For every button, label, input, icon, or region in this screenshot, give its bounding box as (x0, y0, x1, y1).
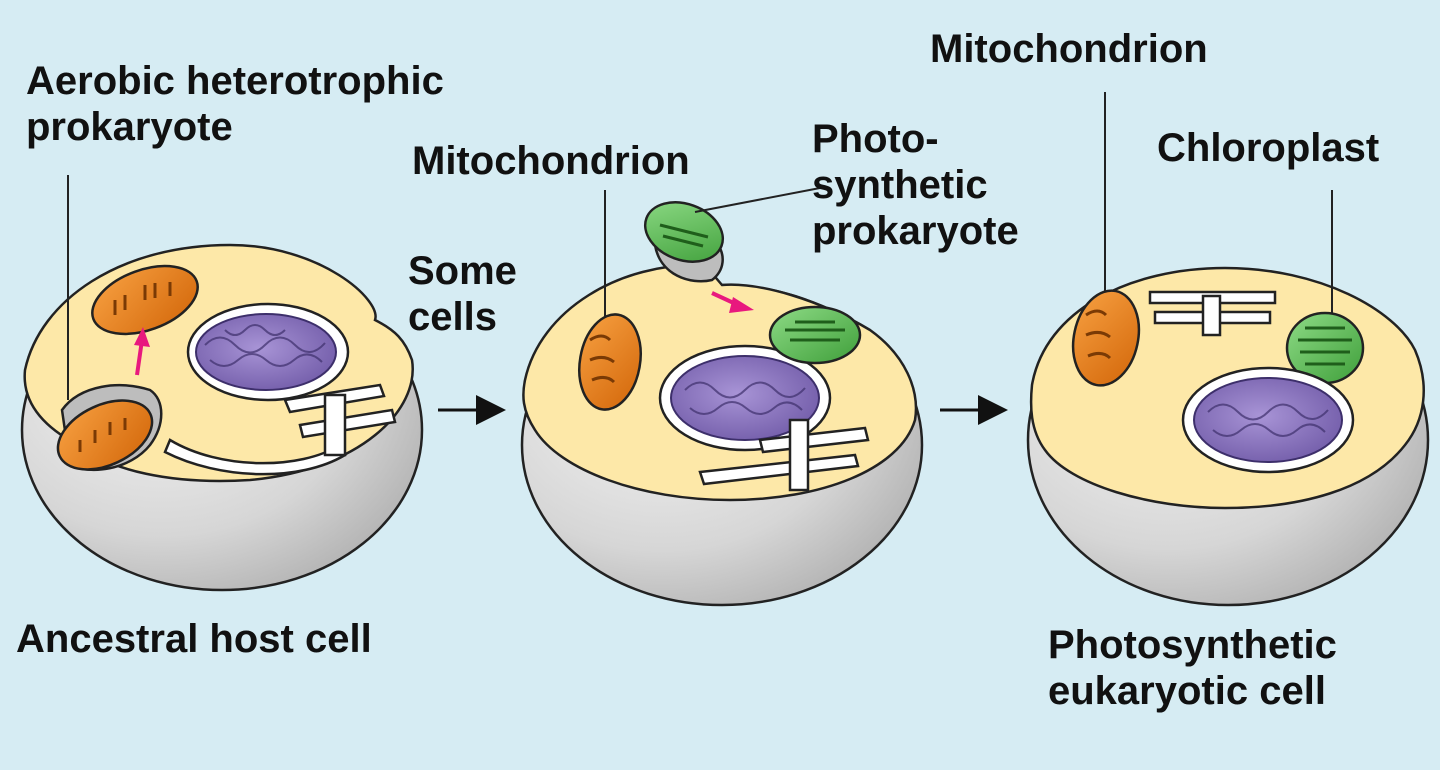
endoplasmic-reticulum (1148, 290, 1277, 337)
aerobic-prokaryote-line-1: Aerobic heterotrophic (26, 59, 444, 103)
nucleus (1181, 366, 1355, 474)
photosynthetic-eukaryotic-cell (1026, 92, 1430, 607)
some-cells-line-2: cells (408, 295, 497, 339)
engulfment-arrow-icon (134, 327, 150, 376)
photosynthetic-prokaryote (643, 201, 725, 283)
engulfed-prokaryote (91, 264, 199, 336)
chloroplast (1285, 311, 1365, 385)
photosynthetic-eukaryotic-cell-label: Photosynthetic eukaryotic cell (1048, 622, 1337, 714)
mitochondrion-right-label: Mitochondrion (930, 27, 1208, 71)
aerobic-prokaryote-label: Aerobic heterotrophic prokaryote (26, 58, 444, 150)
photosynthetic-eukaryotic-line-1: Photosynthetic (1048, 623, 1337, 667)
some-cells-label: Some cells (408, 248, 517, 340)
photosynthetic-prokaryote-label: Photo- synthetic prokaryote (812, 116, 1019, 254)
photosynthetic-prokaryote-line-2: synthetic (812, 163, 988, 207)
some-cells-line-1: Some (408, 249, 517, 293)
photosynthetic-prokaryote-line-1: Photo- (812, 117, 939, 161)
endoplasmic-reticulum (163, 383, 397, 476)
mitochondrion (578, 313, 642, 411)
leader-line-photo (694, 187, 821, 213)
endoplasmic-reticulum (698, 418, 870, 492)
mitochondrion (1071, 289, 1141, 387)
photosynthetic-prokaryote-line-3: prokaryote (812, 209, 1019, 253)
mitochondrion-middle-label: Mitochondrion (412, 139, 690, 183)
ancestral-host-cell (20, 175, 424, 592)
aerobic-prokaryote-line-2: prokaryote (26, 105, 233, 149)
nucleus (658, 344, 832, 452)
chloroplast (768, 305, 862, 365)
intermediate-cell (520, 187, 924, 607)
chloroplast-label: Chloroplast (1157, 126, 1380, 170)
aerobic-prokaryote (56, 384, 163, 472)
photosynthetic-eukaryotic-line-2: eukaryotic cell (1048, 669, 1326, 713)
ancestral-host-cell-label: Ancestral host cell (16, 617, 372, 661)
engulfment-arrow-icon (711, 291, 754, 313)
nucleus (186, 302, 350, 402)
